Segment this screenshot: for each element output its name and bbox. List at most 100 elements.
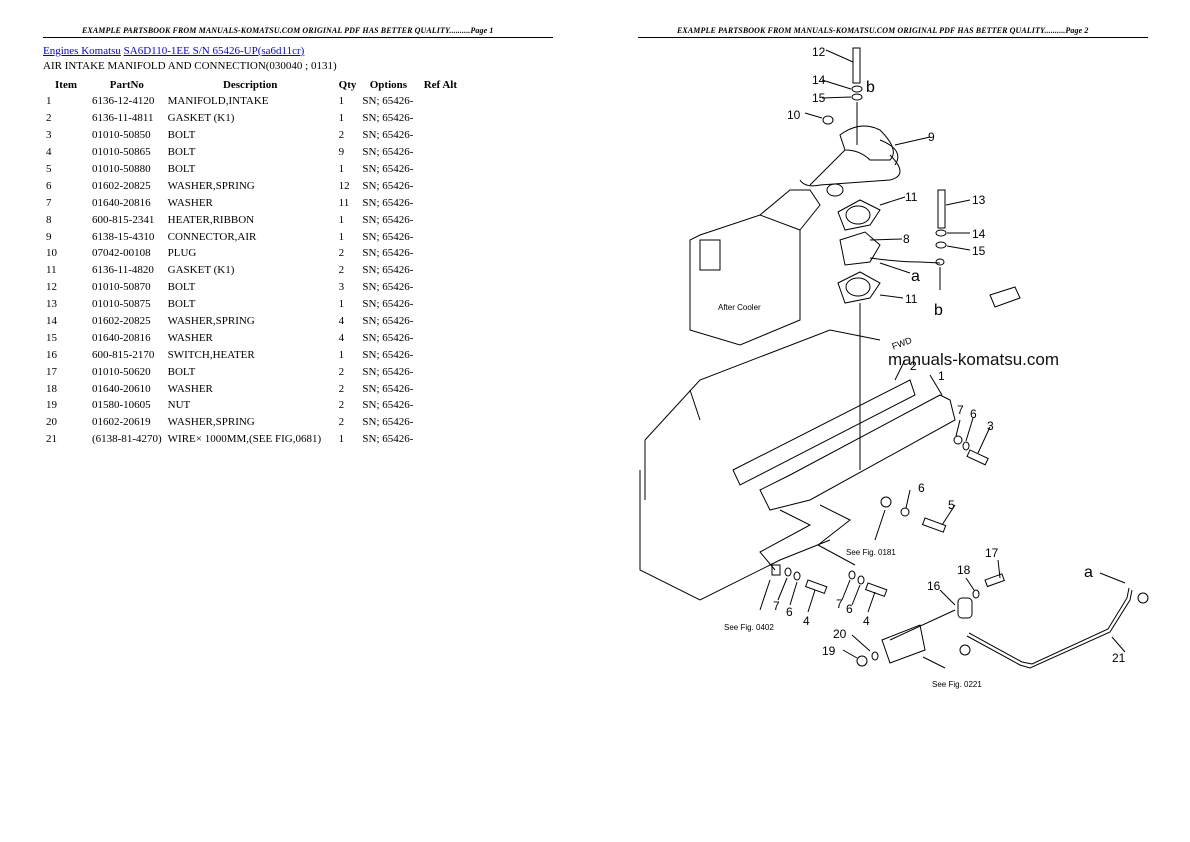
svg-text:4: 4 xyxy=(803,614,810,628)
svg-text:3: 3 xyxy=(987,419,994,433)
cell-options: SN; 65426- xyxy=(362,247,414,260)
cell-partno: 6136-11-4811 xyxy=(92,112,154,125)
cell-ref-alt xyxy=(417,177,463,194)
cell-qty: 2 xyxy=(338,247,345,260)
cell-qty: 2 xyxy=(338,129,345,142)
cell-options: SN; 65426- xyxy=(362,365,414,378)
col-item: Item xyxy=(55,78,77,91)
svg-text:See Fig. 0181: See Fig. 0181 xyxy=(846,548,896,557)
cell-description: WASHER xyxy=(167,382,213,395)
cell-description: NUT xyxy=(167,399,191,412)
svg-text:9: 9 xyxy=(928,130,935,144)
cell-options: SN; 65426- xyxy=(362,213,414,226)
cell-ref-alt xyxy=(417,228,463,245)
cell-ref-alt xyxy=(417,127,463,144)
breadcrumb: Engines Komatsu SA6D110-1EE S/N 65426-UP… xyxy=(43,45,304,57)
cell-ref-alt xyxy=(417,363,463,380)
cell-item: 12 xyxy=(46,281,57,294)
svg-text:7: 7 xyxy=(836,597,843,611)
cell-partno: 01640-20816 xyxy=(92,196,151,209)
cell-qty: 1 xyxy=(338,230,345,243)
cell-partno: 07042-00108 xyxy=(92,247,151,260)
cell-partno: 600-815-2341 xyxy=(92,213,155,226)
cell-partno: 01640-20610 xyxy=(92,382,151,395)
cell-ref-alt xyxy=(417,346,463,363)
cell-ref-alt xyxy=(417,296,463,313)
cell-options: SN; 65426- xyxy=(362,348,414,361)
cell-qty: 2 xyxy=(338,382,345,395)
cell-description: MANIFOLD,INTAKE xyxy=(167,95,269,108)
cell-ref-alt xyxy=(417,110,463,127)
cell-description: WASHER,SPRING xyxy=(167,179,255,192)
cell-qty: 1 xyxy=(338,95,345,108)
cell-item: 21 xyxy=(46,433,57,446)
svg-text:6: 6 xyxy=(846,602,853,616)
cell-ref-alt xyxy=(417,414,463,431)
cell-item: 5 xyxy=(46,163,52,175)
col-qty: Qty xyxy=(338,78,357,91)
cell-qty: 2 xyxy=(338,399,345,412)
cell-options: SN; 65426- xyxy=(362,95,414,108)
parts-table: Item PartNo Description Qty Options Ref … xyxy=(43,76,463,448)
cell-options: SN; 65426- xyxy=(362,315,414,328)
svg-text:6: 6 xyxy=(786,605,793,619)
breadcrumb-link-model[interactable]: SA6D110-1EE S/N 65426-UP(sa6d11cr) xyxy=(123,45,305,57)
page-2: EXAMPLE PARTSBOOK FROM MANUALS-KOMATSU.C… xyxy=(595,0,1190,842)
svg-text:a: a xyxy=(1084,564,1093,581)
svg-text:See Fig. 0221: See Fig. 0221 xyxy=(932,680,982,689)
cell-description: BOLT xyxy=(167,365,196,378)
svg-text:2: 2 xyxy=(910,359,917,373)
cell-item: 4 xyxy=(46,146,52,159)
cell-description: WASHER xyxy=(167,331,213,344)
cell-partno: 01010-50875 xyxy=(92,298,151,311)
cell-qty: 9 xyxy=(338,146,345,159)
cell-partno: 01580-10605 xyxy=(92,399,151,412)
breadcrumb-link-engines[interactable]: Engines Komatsu xyxy=(43,45,121,57)
cell-ref-alt xyxy=(417,279,463,296)
cell-description: BOLT xyxy=(167,163,196,175)
cell-partno: 01602-20825 xyxy=(92,179,151,192)
cell-description: WASHER,SPRING xyxy=(167,416,255,429)
svg-text:b: b xyxy=(934,302,943,319)
cell-options: SN; 65426- xyxy=(362,433,414,446)
svg-text:6: 6 xyxy=(970,407,977,421)
header-divider xyxy=(43,37,553,38)
cell-description: BOLT xyxy=(167,298,196,311)
svg-text:17: 17 xyxy=(985,546,999,560)
cell-partno: 6136-11-4820 xyxy=(92,264,154,277)
cell-description: WASHER,SPRING xyxy=(167,315,255,328)
svg-text:5: 5 xyxy=(948,498,955,512)
col-partno: PartNo xyxy=(109,78,144,91)
cell-qty: 11 xyxy=(338,196,350,209)
cell-options: SN; 65426- xyxy=(362,146,414,159)
cell-partno: 6136-12-4120 xyxy=(92,95,155,108)
cell-partno: 01640-20816 xyxy=(92,331,151,344)
svg-text:See Fig. 0402: See Fig. 0402 xyxy=(724,623,774,632)
cell-item: 7 xyxy=(46,196,52,209)
cell-description: GASKET (K1) xyxy=(167,112,235,125)
cell-item: 18 xyxy=(46,382,57,395)
cell-item: 2 xyxy=(46,112,52,125)
svg-text:6: 6 xyxy=(918,481,925,495)
cell-partno: 01010-50850 xyxy=(92,129,151,142)
cell-description: CONNECTOR,AIR xyxy=(167,230,257,243)
svg-text:14: 14 xyxy=(812,73,826,87)
cell-qty: 2 xyxy=(338,264,345,277)
cell-description: SWITCH,HEATER xyxy=(167,348,255,361)
cell-item: 9 xyxy=(46,230,52,243)
header-divider xyxy=(638,37,1148,38)
svg-text:13: 13 xyxy=(972,193,986,207)
cell-description: PLUG xyxy=(167,247,197,260)
